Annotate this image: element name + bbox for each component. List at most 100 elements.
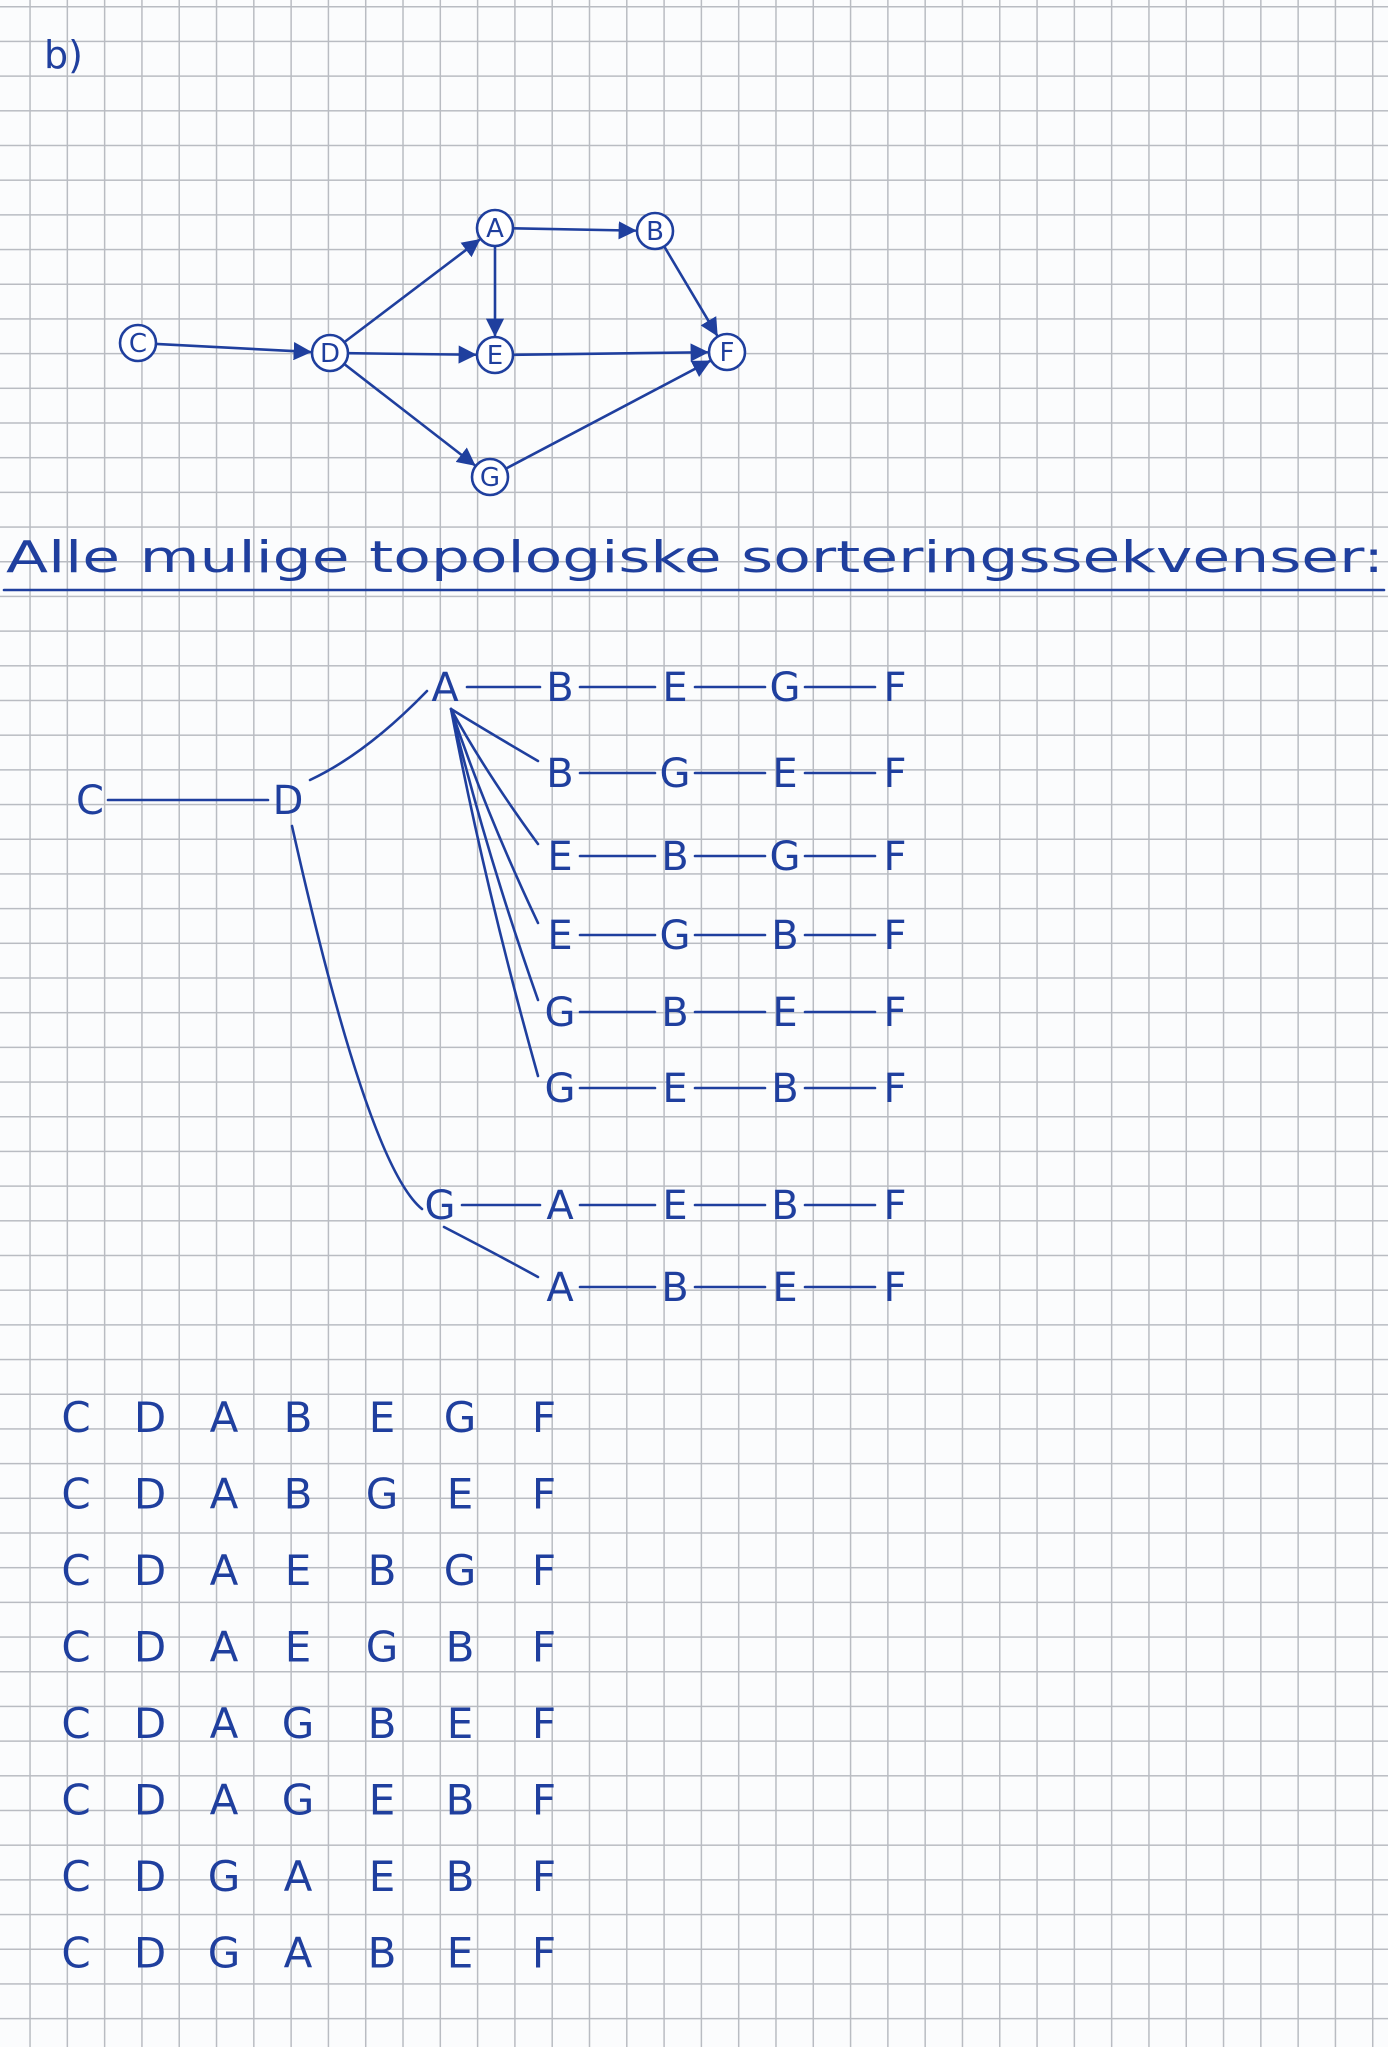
part-label: b) [44,33,83,77]
edge-d-a [343,238,481,344]
tree-node: B [546,665,573,711]
tree-node: E [662,1183,687,1229]
node-circle [635,211,675,251]
tree-root: C [76,778,104,824]
sequence-item: E [447,1470,474,1519]
tree-node: G [545,990,576,1036]
sequence-item: D [134,1623,166,1672]
sequence-item: B [368,1929,397,1978]
graph-edges [154,221,719,470]
node-c: C [118,323,158,363]
sequence-item: D [134,1929,166,1978]
sequence-item: E [369,1393,396,1442]
tree-lines [106,685,877,1289]
edge-c-d [154,342,312,361]
tree-node: B [661,834,688,880]
sequence-item: C [61,1929,90,1978]
sequence-item: C [61,1699,90,1748]
tree-node: F [883,1066,906,1112]
tree-node: F [883,990,906,1036]
tree-line [449,707,540,1078]
tree-node: F [883,751,906,797]
tree-node: E [547,913,572,959]
tree-line [449,707,540,925]
tree-line [449,707,540,846]
tree-node: B [771,913,798,959]
tree-branch-first: A [431,665,459,711]
node-a: A [475,208,515,248]
sequence-item: A [210,1776,239,1825]
sequence-item: G [366,1623,399,1672]
sequence-item: C [61,1546,90,1595]
sequence-item: D [134,1852,166,1901]
sequence-item: C [61,1623,90,1672]
tree-node: F [883,913,906,959]
tree-node: E [662,1066,687,1112]
node-circle [118,323,158,363]
sequence-item: C [61,1393,90,1442]
sequence-item: F [532,1546,556,1595]
sequence-item: C [61,1470,90,1519]
sequence-item: E [369,1852,396,1901]
sequence-item: F [532,1852,556,1901]
node-circle [475,335,515,375]
sequence-item: D [134,1546,166,1595]
sequence-item: G [282,1776,315,1825]
sequence-item: C [61,1776,90,1825]
tree-node: F [883,834,906,880]
edge-d-e [346,345,477,364]
sequence-item: A [284,1852,313,1901]
sequence-item: E [369,1776,396,1825]
node-d: D [310,333,350,373]
sequence-item: B [446,1776,475,1825]
tree-node: G [770,834,801,880]
node-e: E [475,335,515,375]
sequence-item: E [447,1929,474,1978]
sequence-item: B [446,1623,475,1672]
tree-node: A [546,1265,574,1311]
sequence-item: A [284,1929,313,1978]
edge-b-f [662,245,719,337]
sequence-item: B [284,1393,313,1442]
sequence-item: F [532,1393,556,1442]
sequence-item: B [368,1546,397,1595]
node-label: C [129,329,147,359]
tree-line [449,707,540,763]
tree-node: E [772,751,797,797]
tree-node: F [883,665,906,711]
tree-line [290,824,424,1211]
tree-node: G [545,1066,576,1112]
sequence-item: F [532,1699,556,1748]
edge-g-f [504,360,711,470]
tree-node: G [660,751,691,797]
node-circle [707,332,747,372]
sequence-item: E [447,1699,474,1748]
node-label: D [320,339,340,369]
sequence-item: F [532,1623,556,1672]
node-circle [310,333,350,373]
sequence-item: D [134,1699,166,1748]
tree-node: A [546,1183,574,1229]
sequence-item: C [61,1852,90,1901]
sequence-item: F [532,1470,556,1519]
node-circle [475,208,515,248]
tree-node: B [546,751,573,797]
sequence-item: A [210,1470,239,1519]
sequence-item: D [134,1393,166,1442]
tree-node: E [662,665,687,711]
tree-line [449,707,540,1002]
heading: Alle mulige topologiske sorteringssekven… [6,532,1384,583]
tree-line [308,689,429,782]
edge-e-f [511,343,709,362]
sequence-item: G [282,1699,315,1748]
sequence-item: D [134,1776,166,1825]
sequence-item: D [134,1470,166,1519]
